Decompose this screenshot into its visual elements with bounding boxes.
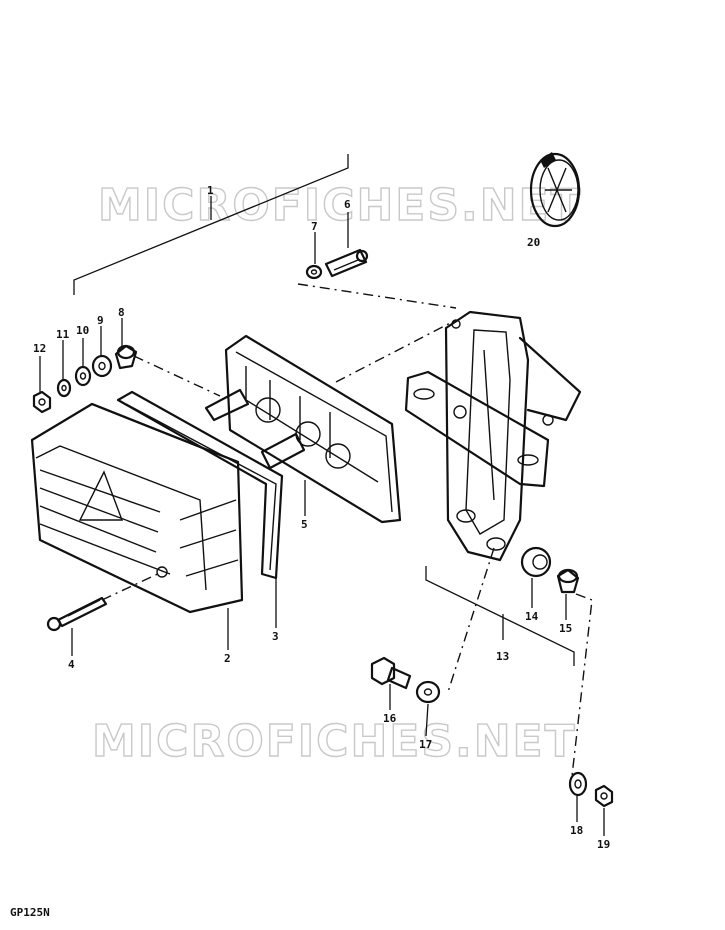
part-number: 10 bbox=[76, 324, 89, 337]
gasket bbox=[116, 390, 284, 580]
part-number: 16 bbox=[383, 712, 397, 725]
screw-4 bbox=[46, 596, 108, 632]
bolt-16 bbox=[370, 656, 412, 690]
washer-17 bbox=[415, 680, 441, 704]
screw-6 bbox=[324, 248, 369, 278]
part-number: 6 bbox=[344, 198, 351, 211]
spacer-8 bbox=[114, 344, 138, 370]
part-numbers: 1 2 3 4 5 6 7 8 9 10 11 12 13 14 15 16 1… bbox=[33, 184, 610, 851]
leader-lines bbox=[39, 212, 605, 836]
spacer-15 bbox=[556, 568, 580, 594]
part-number: 13 bbox=[496, 650, 509, 663]
part-number: 7 bbox=[311, 220, 318, 233]
part-number: 3 bbox=[272, 630, 279, 643]
part-number: 17 bbox=[419, 738, 432, 751]
part-number: 8 bbox=[118, 306, 125, 319]
watermark-top: MICROFICHES.NET bbox=[98, 180, 583, 231]
model-code: GP125N bbox=[10, 906, 50, 919]
washer-18 bbox=[568, 771, 588, 797]
lens-housing bbox=[30, 402, 244, 614]
nut-12 bbox=[32, 390, 52, 414]
nut-19 bbox=[594, 784, 614, 808]
washer-9 bbox=[91, 354, 113, 378]
part-number: 11 bbox=[56, 328, 70, 341]
part-number: 2 bbox=[224, 652, 231, 665]
reflector bbox=[529, 152, 581, 228]
watermark-bottom: MICROFICHES.NET bbox=[92, 716, 577, 767]
part-number: 5 bbox=[301, 518, 308, 531]
part-number: 1 bbox=[207, 184, 214, 197]
part-number: 9 bbox=[97, 314, 104, 327]
bracket-1 bbox=[73, 154, 349, 295]
grommet-14 bbox=[520, 546, 552, 578]
part-number: 19 bbox=[597, 838, 610, 851]
part-number: 14 bbox=[525, 610, 539, 623]
lamp-base bbox=[204, 334, 402, 524]
washer-10 bbox=[74, 365, 92, 387]
mount-bracket bbox=[404, 310, 582, 562]
part-number: 20 bbox=[527, 236, 540, 249]
part-number: 15 bbox=[559, 622, 572, 635]
part-number: 12 bbox=[33, 342, 46, 355]
washer-7 bbox=[305, 264, 323, 280]
bracket-13 bbox=[425, 566, 575, 666]
washer-11 bbox=[56, 378, 72, 398]
assembly-lines bbox=[101, 283, 593, 777]
part-number: 4 bbox=[68, 658, 75, 671]
part-number: 18 bbox=[570, 824, 583, 837]
